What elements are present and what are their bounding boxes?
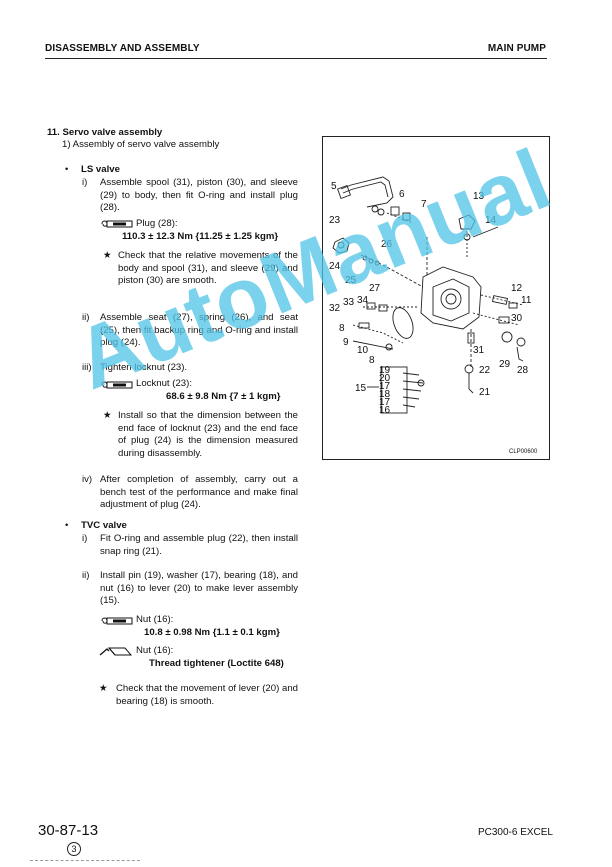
ls-bullet: • [65, 164, 69, 175]
tvc-bullet: • [65, 520, 69, 531]
part-label: 24 [329, 261, 341, 272]
ls-iii-spec-label: Locknut (23): [136, 378, 192, 389]
part-label: 10 [357, 345, 369, 356]
part-label: 13 [473, 191, 485, 202]
part-label: 16 [379, 405, 391, 416]
tvc-title: TVC valve [81, 520, 127, 531]
bottom-dashed-rule [30, 860, 140, 861]
tvc-spec2-value: Thread tightener (Loctite 648) [149, 658, 284, 669]
ls-iii-note: Install so that the dimension between th… [118, 410, 298, 459]
tvc-i-text: Fit O-ring and assemble plug (22), then … [100, 533, 298, 557]
part-label: 27 [369, 283, 381, 294]
star-icon: ★ [103, 410, 112, 421]
part-label: 14 [485, 215, 497, 226]
part-label: 31 [473, 345, 485, 356]
ls-ii-text: Assemble seat (27), spring (26), and sea… [100, 312, 298, 349]
ls-iii-num: iii) [82, 362, 92, 373]
part-label: 29 [499, 359, 511, 370]
ls-iii-text: Tighten locknut (23). [100, 362, 188, 373]
part-label: 9 [343, 337, 349, 348]
part-label: 34 [357, 295, 369, 306]
part-label: 28 [517, 365, 529, 376]
part-label: 7 [421, 199, 427, 210]
ls-i-text: Assemble spool (31), piston (30), and sl… [100, 177, 298, 214]
section-subtitle: 1) Assembly of servo valve assembly [62, 139, 220, 150]
part-label: 12 [511, 283, 523, 294]
torque-wrench-icon [101, 617, 133, 625]
tvc-ii-num: ii) [82, 570, 90, 581]
part-label: 26 [381, 239, 393, 250]
section-title: 11. Servo valve assembly [47, 127, 163, 138]
tvc-spec2-label: Nut (16): [136, 645, 174, 656]
part-label: 11 [521, 295, 532, 306]
tvc-i-num: i) [82, 533, 88, 544]
header-left: DISASSEMBLY AND ASSEMBLY [45, 43, 200, 54]
part-label: 17 [379, 381, 391, 392]
ls-iv-num: iv) [82, 474, 93, 485]
torque-wrench-icon [101, 220, 133, 228]
star-icon: ★ [99, 683, 108, 694]
ls-i-spec-value: 110.3 ± 12.3 Nm {11.25 ± 1.25 kgm} [122, 231, 279, 242]
part-label: 8 [339, 323, 345, 334]
header-rule [45, 58, 547, 59]
part-label: 25 [345, 275, 357, 286]
adhesive-tube-icon [99, 647, 133, 656]
part-label: 23 [329, 215, 341, 226]
part-label: 33 [343, 297, 355, 308]
ls-i-note: Check that the relative movements of the… [118, 250, 298, 287]
part-label: 8 [369, 355, 375, 366]
ls-iv-text: After completion of assembly, carry out … [100, 474, 298, 511]
part-label: 32 [329, 303, 341, 314]
ls-ii-num: ii) [82, 312, 90, 323]
part-label: 5 [331, 181, 337, 192]
part-label: 18 [379, 389, 391, 400]
ls-iii-spec-value: 68.6 ± 9.8 Nm {7 ± 1 kgm} [166, 391, 281, 402]
part-label: 15 [355, 383, 367, 394]
figure-caption: CLP00600 [509, 449, 538, 455]
model-name: PC300-6 EXCEL [477, 827, 553, 838]
part-label: 21 [479, 387, 491, 398]
revision-badge: 3 [67, 842, 81, 856]
part-label: 17 [379, 397, 391, 408]
part-label: 20 [379, 373, 391, 384]
part-label: 22 [479, 365, 491, 376]
ls-i-num: i) [82, 177, 88, 188]
part-label: 19 [379, 365, 391, 376]
tvc-note: Check that the movement of lever (20) an… [116, 683, 298, 707]
part-label: 6 [399, 189, 405, 200]
tvc-ii-text: Install pin (19), washer (17), bearing (… [100, 570, 298, 607]
ls-i-spec-label: Plug (28): [136, 218, 178, 229]
tvc-spec1-value: 10.8 ± 0.98 Nm {1.1 ± 0.1 kgm} [144, 627, 280, 638]
page-number: 30-87-13 [38, 822, 99, 839]
torque-wrench-icon [101, 381, 133, 389]
part-label: 30 [511, 313, 523, 324]
star-icon: ★ [103, 250, 112, 261]
tvc-spec1-label: Nut (16): [136, 614, 174, 625]
header-right: MAIN PUMP [487, 43, 546, 54]
ls-title: LS valve [81, 164, 120, 175]
